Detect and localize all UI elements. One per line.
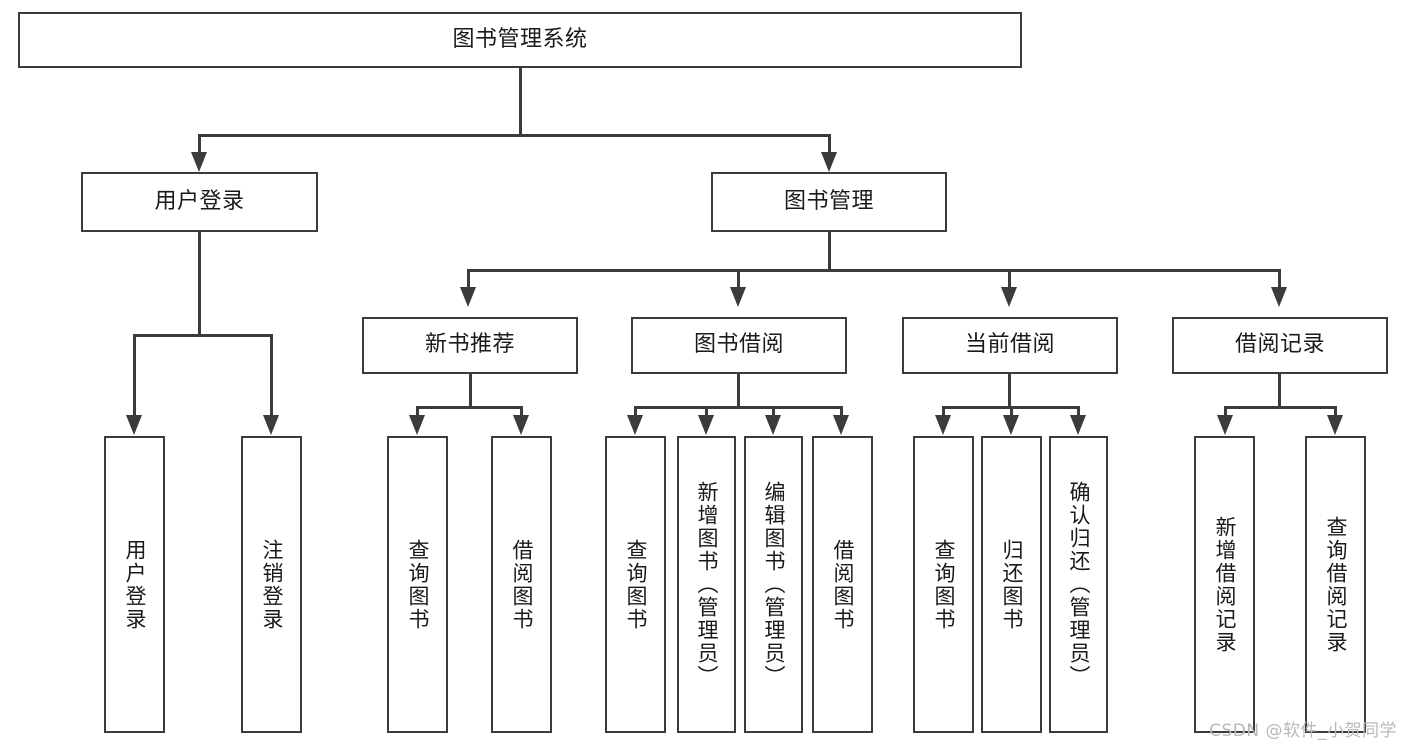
connector-user-login-drop-1: [133, 334, 136, 417]
connector-cb-drop-1: [942, 406, 945, 417]
connector-bb-drop-3: [772, 406, 775, 417]
node-label: 借阅图书: [831, 538, 855, 631]
connector-bm-drop-2: [737, 269, 740, 289]
leaf-user-login-1[interactable]: 用户登录: [104, 436, 165, 733]
node-new-book-recommend[interactable]: 新书推荐: [362, 317, 578, 374]
arrowhead-nbr-leaf-1: [409, 415, 425, 435]
node-label: 借阅图书: [510, 538, 534, 631]
connector-root-to-book-management: [828, 134, 831, 154]
arrowhead-bb-leaf-1: [627, 415, 643, 435]
connector-cb-drop-2: [1010, 406, 1013, 417]
connector-bb-drop-4: [840, 406, 843, 417]
node-label: 用户登录: [123, 538, 147, 631]
connector-user-login-bar: [133, 334, 273, 337]
node-label: 查询借阅记录: [1324, 515, 1348, 654]
node-label: 确认归还（管理员）: [1067, 481, 1091, 688]
node-root-book-management-system[interactable]: 图书管理系统: [18, 12, 1022, 68]
connector-cb-drop-3: [1077, 406, 1080, 417]
node-label: 新书推荐: [424, 332, 515, 358]
node-label: 新增借阅记录: [1213, 515, 1237, 654]
connector-bb-stem: [737, 374, 740, 408]
connector-nbr-drop-2: [520, 406, 523, 417]
node-label: 当前借阅: [964, 332, 1055, 358]
connector-br-bar: [1224, 406, 1336, 409]
node-label: 查询图书: [624, 538, 648, 631]
connector-br-stem: [1278, 374, 1281, 408]
arrowhead-br-leaf-2: [1327, 415, 1343, 435]
leaf-current-borrow-3[interactable]: 确认归还（管理员）: [1049, 436, 1108, 733]
arrowhead-bb-leaf-2: [698, 415, 714, 435]
node-label: 图书借阅: [693, 332, 784, 358]
connector-nbr-stem: [469, 374, 472, 408]
arrowhead-nbr-leaf-2: [513, 415, 529, 435]
connector-bb-drop-2: [705, 406, 708, 417]
node-label: 借阅记录: [1234, 332, 1325, 358]
leaf-new-book-recommend-1[interactable]: 查询图书: [387, 436, 448, 733]
leaf-borrow-record-2[interactable]: 查询借阅记录: [1305, 436, 1366, 733]
node-label: 查询图书: [406, 538, 430, 631]
node-label: 图书管理系统: [452, 26, 588, 52]
connector-user-login-stem: [198, 232, 201, 336]
leaf-current-borrow-1[interactable]: 查询图书: [913, 436, 974, 733]
leaf-user-login-2[interactable]: 注销登录: [241, 436, 302, 733]
connector-nbr-bar: [416, 406, 523, 409]
arrowhead-user-login-leaf-2: [263, 415, 279, 435]
node-label: 注销登录: [260, 538, 284, 631]
node-label: 图书管理: [783, 188, 874, 214]
connector-bb-bar: [634, 406, 842, 409]
connector-nbr-drop-1: [416, 406, 419, 417]
node-book-borrow[interactable]: 图书借阅: [631, 317, 847, 374]
node-label: 用户登录: [154, 188, 245, 214]
arrowhead-bm-to-new-book-recommend: [460, 287, 476, 307]
arrowhead-bm-to-current-borrow: [1001, 287, 1017, 307]
node-borrow-record[interactable]: 借阅记录: [1172, 317, 1388, 374]
arrowhead-root-to-book-management: [821, 152, 837, 172]
connector-root-to-user-login: [198, 134, 201, 154]
leaf-current-borrow-2[interactable]: 归还图书: [981, 436, 1042, 733]
arrowhead-cb-leaf-2: [1003, 415, 1019, 435]
node-user-login[interactable]: 用户登录: [81, 172, 318, 232]
node-current-borrow[interactable]: 当前借阅: [902, 317, 1118, 374]
leaf-book-borrow-3[interactable]: 编辑图书（管理员）: [744, 436, 803, 733]
arrowhead-cb-leaf-1: [935, 415, 951, 435]
leaf-new-book-recommend-2[interactable]: 借阅图书: [491, 436, 552, 733]
connector-book-management-stem: [828, 232, 831, 271]
node-book-management[interactable]: 图书管理: [711, 172, 947, 232]
connector-br-drop-2: [1334, 406, 1337, 417]
leaf-book-borrow-1[interactable]: 查询图书: [605, 436, 666, 733]
node-label: 编辑图书（管理员）: [762, 481, 786, 688]
connector-root-bar: [198, 134, 831, 137]
connector-user-login-drop-2: [270, 334, 273, 417]
connector-root-stem: [519, 68, 522, 135]
node-label: 新增图书（管理员）: [695, 481, 719, 688]
arrowhead-cb-leaf-3: [1070, 415, 1086, 435]
leaf-borrow-record-1[interactable]: 新增借阅记录: [1194, 436, 1255, 733]
arrowhead-bm-to-borrow-record: [1271, 287, 1287, 307]
connector-bm-drop-1: [467, 269, 470, 289]
connector-bm-drop-3: [1008, 269, 1011, 289]
arrowhead-root-to-user-login: [191, 152, 207, 172]
arrowhead-bb-leaf-3: [765, 415, 781, 435]
arrowhead-bm-to-book-borrow: [730, 287, 746, 307]
leaf-book-borrow-2[interactable]: 新增图书（管理员）: [677, 436, 736, 733]
connector-br-drop-1: [1224, 406, 1227, 417]
connector-bb-drop-1: [634, 406, 637, 417]
connector-cb-stem: [1008, 374, 1011, 408]
node-label: 归还图书: [1000, 538, 1024, 631]
arrowhead-user-login-leaf-1: [126, 415, 142, 435]
leaf-book-borrow-4[interactable]: 借阅图书: [812, 436, 873, 733]
arrowhead-bb-leaf-4: [833, 415, 849, 435]
arrowhead-br-leaf-1: [1217, 415, 1233, 435]
watermark-text: CSDN @软件_小贺同学: [1209, 721, 1397, 741]
connector-bm-drop-4: [1278, 269, 1281, 289]
connector-book-management-bar: [467, 269, 1280, 272]
node-label: 查询图书: [932, 538, 956, 631]
